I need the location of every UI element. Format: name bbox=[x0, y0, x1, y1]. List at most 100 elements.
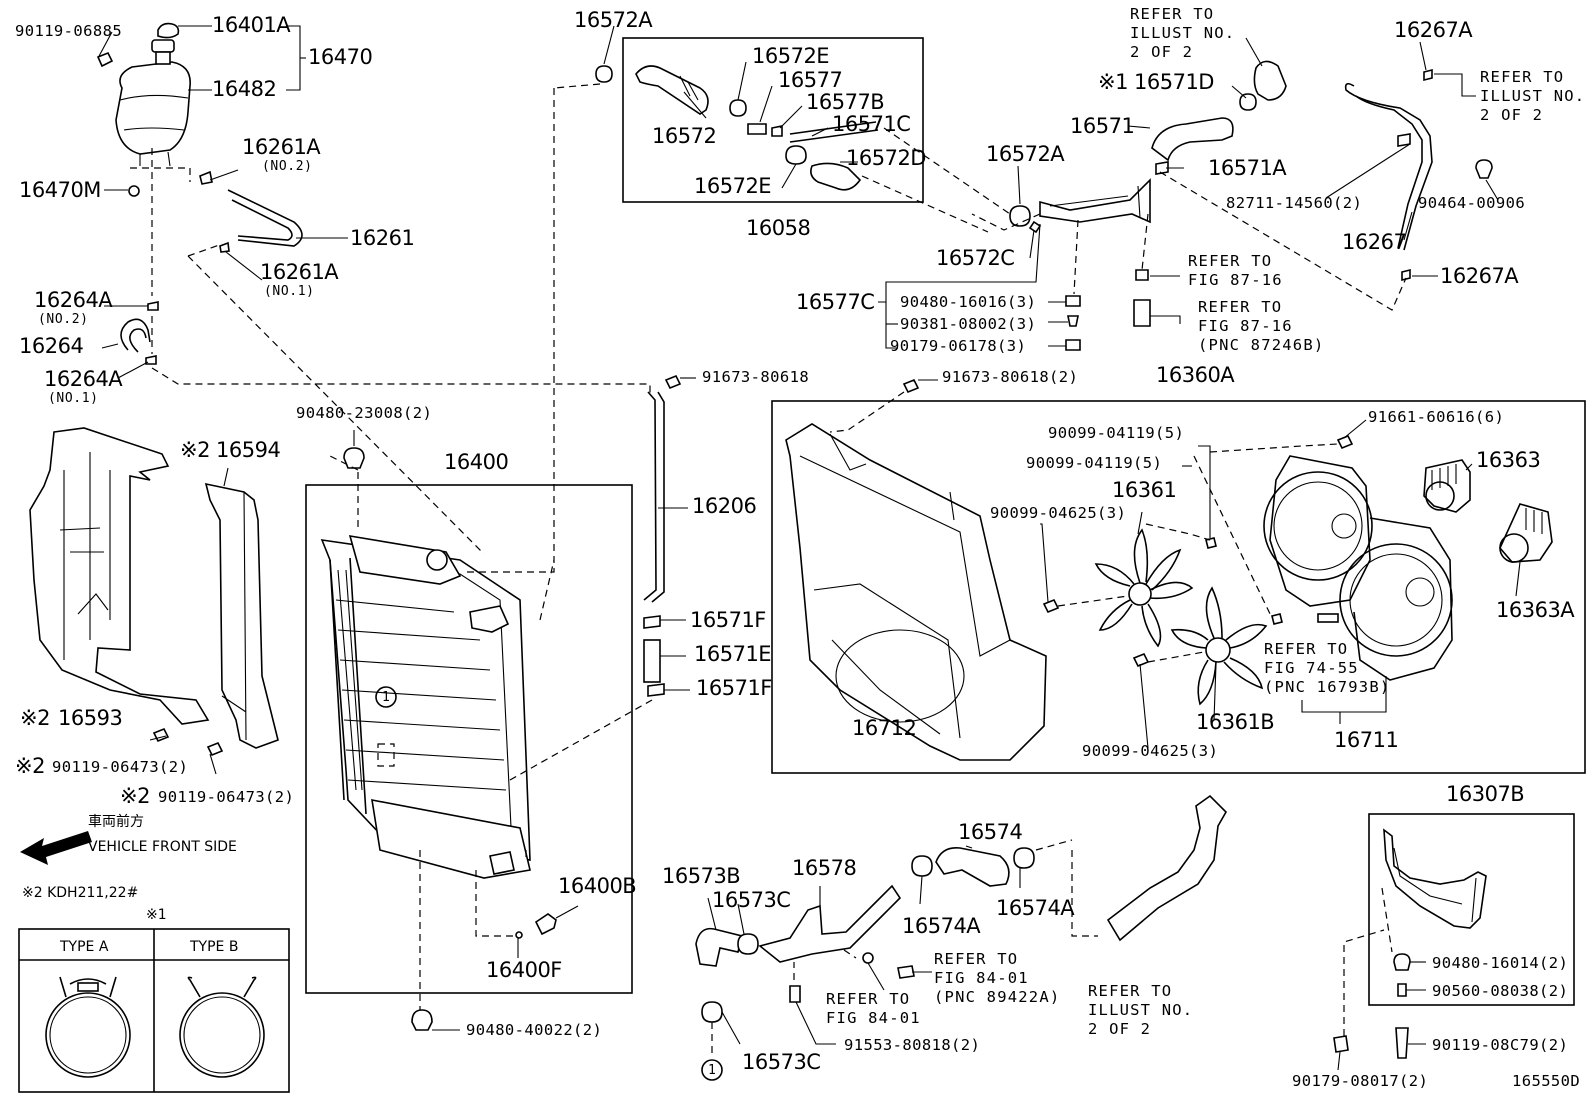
label-90179-06178: 90179-06178(3) bbox=[890, 337, 1027, 355]
label-91673-80618-2: 91673-80618(2) bbox=[942, 368, 1079, 386]
cushion-90480-40022 bbox=[411, 1009, 433, 1031]
label-16593: 16593 bbox=[58, 706, 123, 730]
nut-90179-06178 bbox=[1065, 339, 1081, 351]
hose-16573B bbox=[695, 927, 743, 967]
clamp-16261A-no2 bbox=[199, 170, 213, 185]
shroud-16593 bbox=[29, 427, 210, 725]
ref-illust-top: REFER TO ILLUST NO. 2 OF 2 bbox=[1130, 5, 1236, 61]
clamp-16574A-a bbox=[911, 855, 933, 877]
radiator bbox=[320, 535, 531, 879]
ref-fig84-01-b: REFER TO FIG 84-01 bbox=[826, 990, 921, 1027]
label-90480-16016: 90480-16016(3) bbox=[900, 293, 1037, 311]
label-16267A-top: 16267A bbox=[1394, 18, 1473, 42]
label-16574A-a: 16574A bbox=[902, 914, 981, 938]
collar-90560 bbox=[1397, 983, 1407, 997]
label-16206: 16206 bbox=[692, 494, 757, 518]
type-a-label: TYPE A bbox=[60, 939, 109, 955]
bolt-91673-80618 bbox=[664, 374, 682, 390]
fan-16361 bbox=[1094, 528, 1194, 648]
bolt-90119-08C79 bbox=[1395, 1027, 1409, 1059]
clamp-16267A-top bbox=[1423, 68, 1433, 82]
label-16261A-no2: 16261A bbox=[242, 135, 321, 159]
bolt-90099-04119-b bbox=[1271, 613, 1283, 625]
ref-circle-1-hose bbox=[701, 1059, 723, 1081]
bolt-90119-06885 bbox=[96, 51, 114, 68]
bolt-90099-04625-b bbox=[1132, 652, 1150, 668]
label-16264A-no2: 16264A bbox=[34, 288, 113, 312]
label-16363: 16363 bbox=[1476, 448, 1541, 472]
label-82711-14560: 82711-14560(2) bbox=[1226, 194, 1363, 212]
clamp-90464 bbox=[1475, 159, 1493, 179]
collar-90381-08002 bbox=[1067, 315, 1079, 327]
clamp-16571F-a bbox=[643, 615, 661, 629]
clamp-16573C-b bbox=[701, 1001, 723, 1023]
label-16400: 16400 bbox=[444, 450, 509, 474]
clamp-16573C-a bbox=[737, 933, 759, 955]
label-16571C: 16571C bbox=[832, 112, 911, 136]
cushion-90480-16014 bbox=[1393, 953, 1411, 971]
hose-16571E bbox=[643, 639, 661, 683]
label-16571: 16571 bbox=[1070, 114, 1135, 138]
fan-16361B bbox=[1170, 586, 1268, 706]
pipe-16206 bbox=[643, 391, 657, 601]
sensor-fig84-01 bbox=[897, 965, 915, 979]
clamp-16264A-no1 bbox=[145, 355, 157, 365]
shroud-16594 bbox=[204, 482, 279, 749]
label-16058: 16058 bbox=[746, 216, 811, 240]
label-16264: 16264 bbox=[19, 334, 84, 358]
label-90099-04119-a: 90099-04119(5) bbox=[1048, 424, 1185, 442]
label-16571F-b: 16571F bbox=[696, 676, 772, 700]
type-b-label: TYPE B bbox=[190, 939, 239, 955]
hose-16572D bbox=[810, 162, 862, 191]
hose-16572 bbox=[635, 65, 709, 115]
ref-fig74-55: REFER TO FIG 74-55 (PNC 16793B) bbox=[1264, 640, 1391, 696]
clamp-16572A-top bbox=[595, 65, 613, 83]
gasket-fig84-01 bbox=[862, 952, 874, 964]
label-90119-06473-b: 90119-06473(2) bbox=[158, 788, 295, 806]
reservoir-tank bbox=[115, 22, 191, 167]
clamp-16574A-b bbox=[1013, 847, 1035, 869]
bolt-90099-04625-a bbox=[1042, 598, 1060, 614]
vehicle-front-en: VEHICLE FRONT SIDE bbox=[88, 839, 237, 855]
label-note2-06473-a: ※2 bbox=[15, 754, 45, 778]
label-16572C: 16572C bbox=[936, 246, 1015, 270]
label-16482: 16482 bbox=[212, 77, 277, 101]
clamp-16571F-b bbox=[647, 683, 665, 697]
label-16572E-bot: 16572E bbox=[694, 174, 772, 198]
label-circle-1-radiator: 1 bbox=[382, 690, 391, 705]
cushion-90480-23008 bbox=[343, 447, 365, 469]
label-no1-a: (NO.1) bbox=[264, 284, 315, 299]
label-16360A: 16360A bbox=[1156, 363, 1235, 387]
label-90480-16014: 90480-16014(2) bbox=[1432, 954, 1569, 972]
label-16573C-b: 16573C bbox=[742, 1050, 821, 1074]
label-16572A-top: 16572A bbox=[574, 8, 653, 32]
hose-16574 bbox=[935, 846, 1010, 887]
ref-fig87-16-a: REFER TO FIG 87-16 bbox=[1188, 252, 1283, 289]
diagram-id: 165550D bbox=[1512, 1072, 1581, 1090]
label-16572A-mid: 16572A bbox=[986, 142, 1065, 166]
hose-16264 bbox=[120, 318, 151, 351]
label-16361B: 16361B bbox=[1196, 710, 1275, 734]
ref-illust-right: REFER TO ILLUST NO. 2 OF 2 bbox=[1480, 68, 1586, 124]
cushion-16470M bbox=[128, 185, 140, 197]
oring-16400F bbox=[515, 931, 523, 939]
bolt-90119-06473-a bbox=[152, 727, 170, 743]
label-16470M: 16470M bbox=[19, 178, 101, 202]
leader-lines bbox=[97, 25, 1521, 1071]
label-16401A: 16401A bbox=[212, 13, 291, 37]
label-16711: 16711 bbox=[1334, 728, 1399, 752]
ref-fig87-16-b: REFER TO FIG 87-16 (PNC 87246B) bbox=[1198, 298, 1325, 354]
label-16577B: 16577B bbox=[806, 90, 885, 114]
label-16571F-a: 16571F bbox=[690, 608, 766, 632]
box-16307B bbox=[1368, 813, 1575, 1006]
label-16363A: 16363A bbox=[1496, 598, 1575, 622]
box-16360A bbox=[771, 400, 1586, 774]
label-note2-16594: ※2 bbox=[180, 438, 210, 462]
hose-16571C bbox=[789, 121, 879, 143]
ref-fig84-01-a: REFER TO FIG 84-01 (PNC 89422A) bbox=[934, 950, 1061, 1006]
pipe-16571 bbox=[1039, 178, 1151, 224]
label-91553-80818: 91553-80818(2) bbox=[844, 1036, 981, 1054]
pipe-16578 bbox=[758, 884, 902, 963]
label-note2-06473-b: ※2 bbox=[120, 784, 150, 808]
